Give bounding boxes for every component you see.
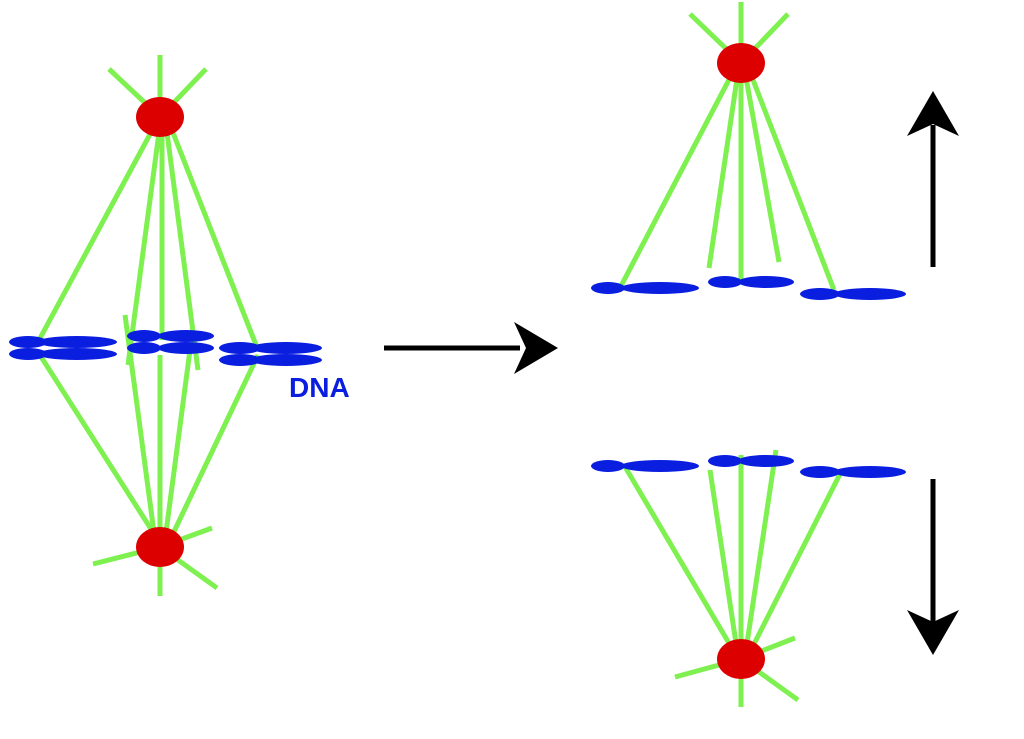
spindle-fibers (618, 2, 837, 291)
chromatid (708, 455, 742, 467)
spindle-fiber (747, 71, 837, 291)
spindle-fiber (167, 124, 261, 351)
chromosome (127, 342, 161, 354)
spindle-fibers (35, 55, 261, 596)
spindle-fiber (742, 71, 782, 263)
spindle-fiber (706, 71, 741, 269)
chromosome (250, 354, 322, 366)
pole-up-arrow (907, 91, 959, 267)
spindle-fiber (35, 123, 158, 344)
chromosome (158, 342, 214, 354)
spindle-fiber (618, 70, 736, 288)
chromatid (800, 288, 840, 300)
chromatid (738, 455, 794, 467)
chromatids (591, 276, 906, 300)
chromatid (800, 466, 840, 478)
chromosome (37, 348, 117, 360)
centrosome (717, 639, 765, 679)
anaphase-bottom (591, 449, 906, 707)
centrosome (136, 97, 184, 137)
chromosome (9, 336, 47, 348)
chromosome (219, 354, 261, 366)
chromosome (37, 336, 117, 348)
centrosome (717, 43, 765, 83)
spindle-fiber (162, 349, 193, 541)
spindle-fiber (707, 469, 740, 651)
chromosome (250, 342, 322, 354)
spindle-fiber (125, 124, 163, 366)
chromatid (621, 282, 699, 294)
chromosome (219, 342, 261, 354)
chromatid (834, 466, 906, 478)
transition-arrow (384, 322, 558, 374)
chromatid (591, 460, 625, 472)
chromatid (738, 276, 794, 288)
spindle-fiber (35, 350, 161, 542)
spindle-fibers (621, 449, 843, 707)
chromosome (127, 330, 161, 342)
anaphase-top (591, 2, 906, 300)
chromosome (9, 348, 47, 360)
dna-label: DNA (289, 372, 350, 403)
chromatid (621, 460, 699, 472)
spindle-fiber (163, 124, 201, 371)
chromosome (158, 330, 214, 342)
chromatids (591, 455, 906, 478)
spindle-fiber (621, 463, 736, 652)
spindle-fiber (743, 449, 779, 651)
centrosome (136, 527, 184, 567)
pole-down-arrow (907, 479, 959, 655)
chromatid (591, 282, 625, 294)
chromatid (708, 276, 742, 288)
spindle-fiber (122, 314, 158, 541)
chromosomes (9, 330, 322, 366)
chromatid (834, 288, 906, 300)
metaphase-cell: DNA (9, 55, 350, 596)
spindle-fiber (167, 353, 261, 542)
spindle-fiber (748, 472, 843, 652)
